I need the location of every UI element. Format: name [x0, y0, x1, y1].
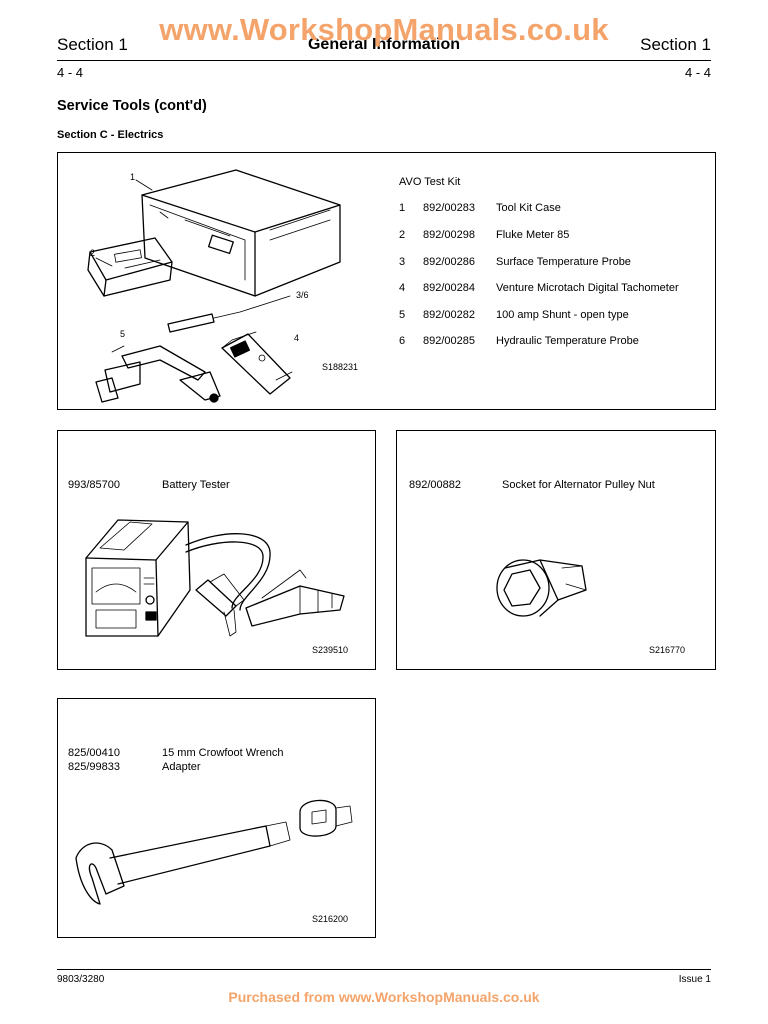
footer-issue: Issue 1 [678, 974, 711, 985]
header-section-left: Section 1 [57, 35, 128, 54]
crowfoot-panel [57, 698, 376, 938]
kit-item-part-number: 892/00283 [423, 202, 475, 214]
section-subtitle: Section C - Electrics [57, 129, 164, 141]
kit-heading: AVO Test Kit [399, 176, 461, 188]
kit-item-part-number: 892/00285 [423, 335, 475, 347]
crowfoot-part-number-2: 825/99833 [68, 761, 120, 773]
avo-kit-panel [57, 152, 716, 410]
kit-item-part-number: 892/00286 [423, 256, 475, 268]
crowfoot-description-1: 15 mm Crowfoot Wrench [162, 747, 284, 759]
kit-item-description: Tool Kit Case [496, 202, 561, 214]
page-number-right: 4 - 4 [684, 65, 711, 80]
callout-5: 5 [120, 329, 126, 339]
kit-item-description: Surface Temperature Probe [496, 256, 631, 268]
callout-4: 4 [294, 333, 300, 343]
kit-item-part-number: 892/00298 [423, 229, 475, 241]
socket-panel [396, 430, 716, 670]
socket-description: Socket for Alternator Pulley Nut [502, 479, 655, 491]
page-title: Service Tools (cont'd) [57, 98, 207, 114]
kit-item-number: 6 [399, 335, 406, 347]
kit-item-description: 100 amp Shunt - open type [496, 309, 629, 321]
kit-item-description: Hydraulic Temperature Probe [496, 335, 639, 347]
battery-part-number: 993/85700 [68, 479, 120, 491]
kit-item-number: 3 [399, 256, 406, 268]
footer-doc-number: 9803/3280 [57, 974, 105, 985]
crowfoot-illustration [75, 799, 353, 905]
header-section-right: Section 1 [640, 35, 711, 54]
kit-item-number: 4 [399, 282, 406, 294]
battery-figure-ref: S239510 [312, 645, 349, 655]
watermark-bottom: Purchased from www.WorkshopManuals.co.uk [228, 989, 540, 1005]
kit-item-part-number: 892/00282 [423, 309, 475, 321]
callout-3-6: 3/6 [296, 290, 309, 300]
battery-tester-illustration [85, 519, 345, 637]
header-rule [57, 60, 711, 61]
callout-2: 2 [90, 248, 96, 258]
header-title: General Information [307, 36, 461, 53]
socket-figure-ref: S216770 [649, 645, 686, 655]
crowfoot-description-2: Adapter [162, 761, 201, 773]
kit-item-number: 2 [399, 229, 406, 241]
crowfoot-part-number-1: 825/00410 [68, 747, 120, 759]
kit-figure-ref: S188231 [322, 362, 359, 372]
kit-item-part-number: 892/00284 [423, 282, 475, 294]
callout-1: 1 [130, 172, 136, 182]
avo-kit-illustration [87, 169, 341, 403]
socket-illustration [496, 559, 587, 617]
page-number-left: 4 - 4 [57, 65, 84, 80]
kit-item-description: Fluke Meter 85 [496, 229, 570, 241]
kit-item-number: 5 [399, 309, 406, 321]
battery-description: Battery Tester [162, 479, 230, 491]
socket-part-number: 892/00882 [409, 479, 461, 491]
kit-item-description: Venture Microtach Digital Tachometer [496, 282, 679, 294]
footer-rule [57, 969, 711, 970]
watermark-top: www.WorkshopManuals.co.uk [159, 12, 609, 47]
crowfoot-figure-ref: S216200 [312, 914, 349, 924]
battery-tester-panel [57, 430, 376, 670]
kit-item-number: 1 [399, 202, 406, 214]
